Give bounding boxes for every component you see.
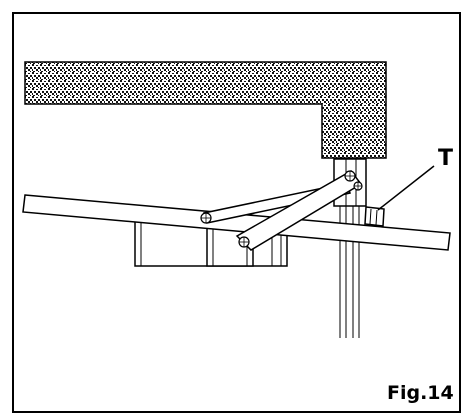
door-panel [22, 194, 451, 251]
lintel-masonry [24, 61, 387, 159]
pivot-closer [238, 236, 250, 248]
stop-block-t [364, 206, 385, 227]
callout-label-t: T [438, 146, 453, 171]
pivot-bracket-lower [353, 181, 363, 191]
figure-label: Fig.14 [387, 382, 454, 404]
pivot-upper-bracket [344, 170, 356, 182]
callout-leader-t [377, 165, 435, 211]
pivot-panel-link [200, 212, 212, 224]
figure-frame [12, 12, 461, 413]
